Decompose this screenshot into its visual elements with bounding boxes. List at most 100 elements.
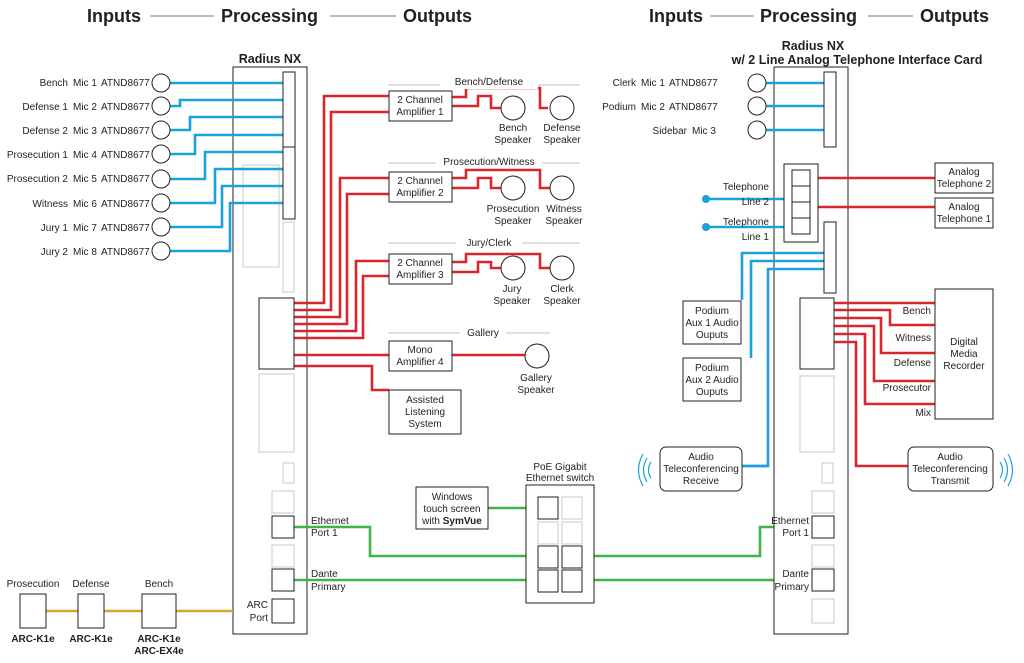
svg-text:Mic 2: Mic 2 [641, 102, 665, 113]
right-aux-output-block [823, 221, 837, 294]
svg-text:Teleconferencing: Teleconferencing [663, 464, 739, 475]
left-slot-blank-2 [242, 164, 280, 268]
teleconferencing-transmit: Audio Teleconferencing Transmit [907, 446, 1014, 492]
svg-text:Defense: Defense [894, 358, 932, 369]
svg-text:Prosecution/Witness: Prosecution/Witness [443, 157, 534, 168]
svg-text:Amplifier 3: Amplifier 3 [396, 270, 444, 281]
switch-port [561, 521, 583, 545]
svg-text:ATND8677: ATND8677 [101, 174, 150, 185]
svg-text:Analog: Analog [948, 167, 979, 178]
svg-text:Defense: Defense [72, 579, 110, 590]
svg-text:Assisted: Assisted [406, 395, 444, 406]
svg-text:Defense: Defense [543, 123, 581, 134]
svg-text:Prosecutor: Prosecutor [883, 383, 932, 394]
svg-text:Teleconferencing: Teleconferencing [912, 464, 988, 475]
header-inputs-left: Inputs [87, 6, 141, 26]
speaker-icon [549, 95, 575, 121]
speaker-icon [500, 255, 526, 281]
svg-text:Gallery: Gallery [520, 373, 552, 384]
left-mic-7: Jury 1 Mic 7 ATND8677 [41, 217, 171, 237]
svg-text:Amplifier 4: Amplifier 4 [396, 357, 444, 368]
svg-text:Digital: Digital [950, 337, 978, 348]
svg-text:Speaker: Speaker [543, 296, 581, 307]
svg-text:Bench/Defense: Bench/Defense [455, 77, 524, 88]
switch-port [537, 521, 559, 545]
svg-text:Jury: Jury [503, 284, 522, 295]
header-outputs-left: Outputs [403, 6, 472, 26]
left-mic-2: Defense 1 Mic 2 ATND8677 [22, 96, 171, 116]
svg-text:Jury 1: Jury 1 [41, 223, 69, 234]
speaker-icon [524, 343, 550, 369]
svg-text:Mono: Mono [407, 345, 432, 356]
svg-text:Mic 7: Mic 7 [73, 223, 97, 234]
svg-text:ARC-K1e: ARC-K1e [137, 634, 181, 645]
svg-text:2 Channel: 2 Channel [397, 258, 443, 269]
svg-text:Prosecution: Prosecution [487, 204, 540, 215]
switch-port [561, 569, 583, 593]
analog-telephone-1: Analog Telephone 1 [934, 197, 994, 229]
right-output-block [799, 297, 835, 370]
svg-text:with SymVue: with SymVue [421, 516, 482, 527]
svg-text:Speaker: Speaker [545, 216, 583, 227]
mic-icon [747, 120, 767, 140]
right-port-blank-2 [811, 544, 835, 568]
recorder-channel-labels: Bench Witness Defense Prosecutor Mix [883, 306, 932, 419]
svg-text:ATND8677: ATND8677 [101, 150, 150, 161]
right-ports: Ethernet Port 1 Dante Primary [771, 515, 835, 593]
svg-text:Prosecution 1: Prosecution 1 [7, 150, 69, 161]
svg-text:Speaker: Speaker [517, 385, 555, 396]
svg-text:ATND8677: ATND8677 [101, 199, 150, 210]
switch-port [561, 545, 583, 569]
svg-text:Mic 2: Mic 2 [73, 102, 97, 113]
svg-text:Media: Media [950, 349, 978, 360]
header-outputs-right: Outputs [920, 6, 989, 26]
speaker-icon [549, 255, 575, 281]
svg-text:Podium: Podium [602, 102, 636, 113]
svg-text:ATND8677: ATND8677 [101, 78, 150, 89]
right-header: Inputs Processing Outputs [649, 6, 989, 26]
svg-text:Speaker: Speaker [494, 135, 532, 146]
svg-text:Jury/Clerk: Jury/Clerk [466, 238, 512, 249]
svg-text:Gallery: Gallery [467, 328, 499, 339]
svg-text:Ouputs: Ouputs [696, 387, 728, 398]
speaker-icon [500, 95, 526, 121]
left-slot-blank-4 [282, 462, 295, 484]
svg-text:Podium: Podium [695, 363, 729, 374]
left-port-blank-1 [271, 490, 295, 514]
svg-text:ATND8677: ATND8677 [101, 247, 150, 258]
zone-jury-clerk: Jury/Clerk 2 Channel Amplifier 3 Jury Sp… [388, 235, 581, 307]
svg-text:Clerk: Clerk [550, 284, 574, 295]
speaker-icon [500, 175, 526, 201]
left-mic-6: Witness Mic 6 ATND8677 [32, 193, 171, 213]
svg-text:Listening: Listening [405, 407, 445, 418]
svg-text:Speaker: Speaker [493, 296, 531, 307]
svg-text:Bench: Bench [40, 78, 68, 89]
svg-text:Amplifier 2: Amplifier 2 [396, 188, 444, 199]
right-mic-wiring [765, 81, 824, 132]
svg-text:Speaker: Speaker [543, 135, 581, 146]
svg-text:Audio: Audio [937, 452, 963, 463]
svg-text:Ethernet switch: Ethernet switch [526, 473, 594, 484]
svg-text:ARC: ARC [247, 600, 268, 611]
recorder-wiring [834, 301, 935, 468]
right-unit-subtitle: w/ 2 Line Analog Telephone Interface Car… [731, 53, 983, 67]
svg-text:Primary: Primary [775, 582, 809, 593]
svg-text:Prosecution: Prosecution [7, 579, 60, 590]
svg-text:Mic 6: Mic 6 [73, 199, 97, 210]
mic-icon [747, 73, 767, 93]
right-port-blank-1 [811, 490, 835, 514]
mic-icon [151, 96, 171, 116]
amplifier-2 [388, 171, 453, 203]
zone-bench-defense: Bench/Defense 2 Channel Amplifier 1 Benc… [388, 76, 581, 146]
left-mic-5: Prosecution 2 Mic 5 ATND8677 [7, 169, 171, 189]
svg-text:touch screen: touch screen [423, 504, 480, 515]
left-unit-title: Radius NX [239, 52, 302, 66]
svg-text:Mic 5: Mic 5 [73, 174, 97, 185]
network-wiring [294, 506, 812, 582]
svg-text:ATND8677: ATND8677 [101, 102, 150, 113]
poe-ethernet-switch: PoE Gigabit Ethernet switch [525, 462, 595, 604]
right-dante-port [811, 568, 835, 592]
svg-text:System: System [408, 419, 441, 430]
svg-text:Ouputs: Ouputs [696, 330, 728, 341]
